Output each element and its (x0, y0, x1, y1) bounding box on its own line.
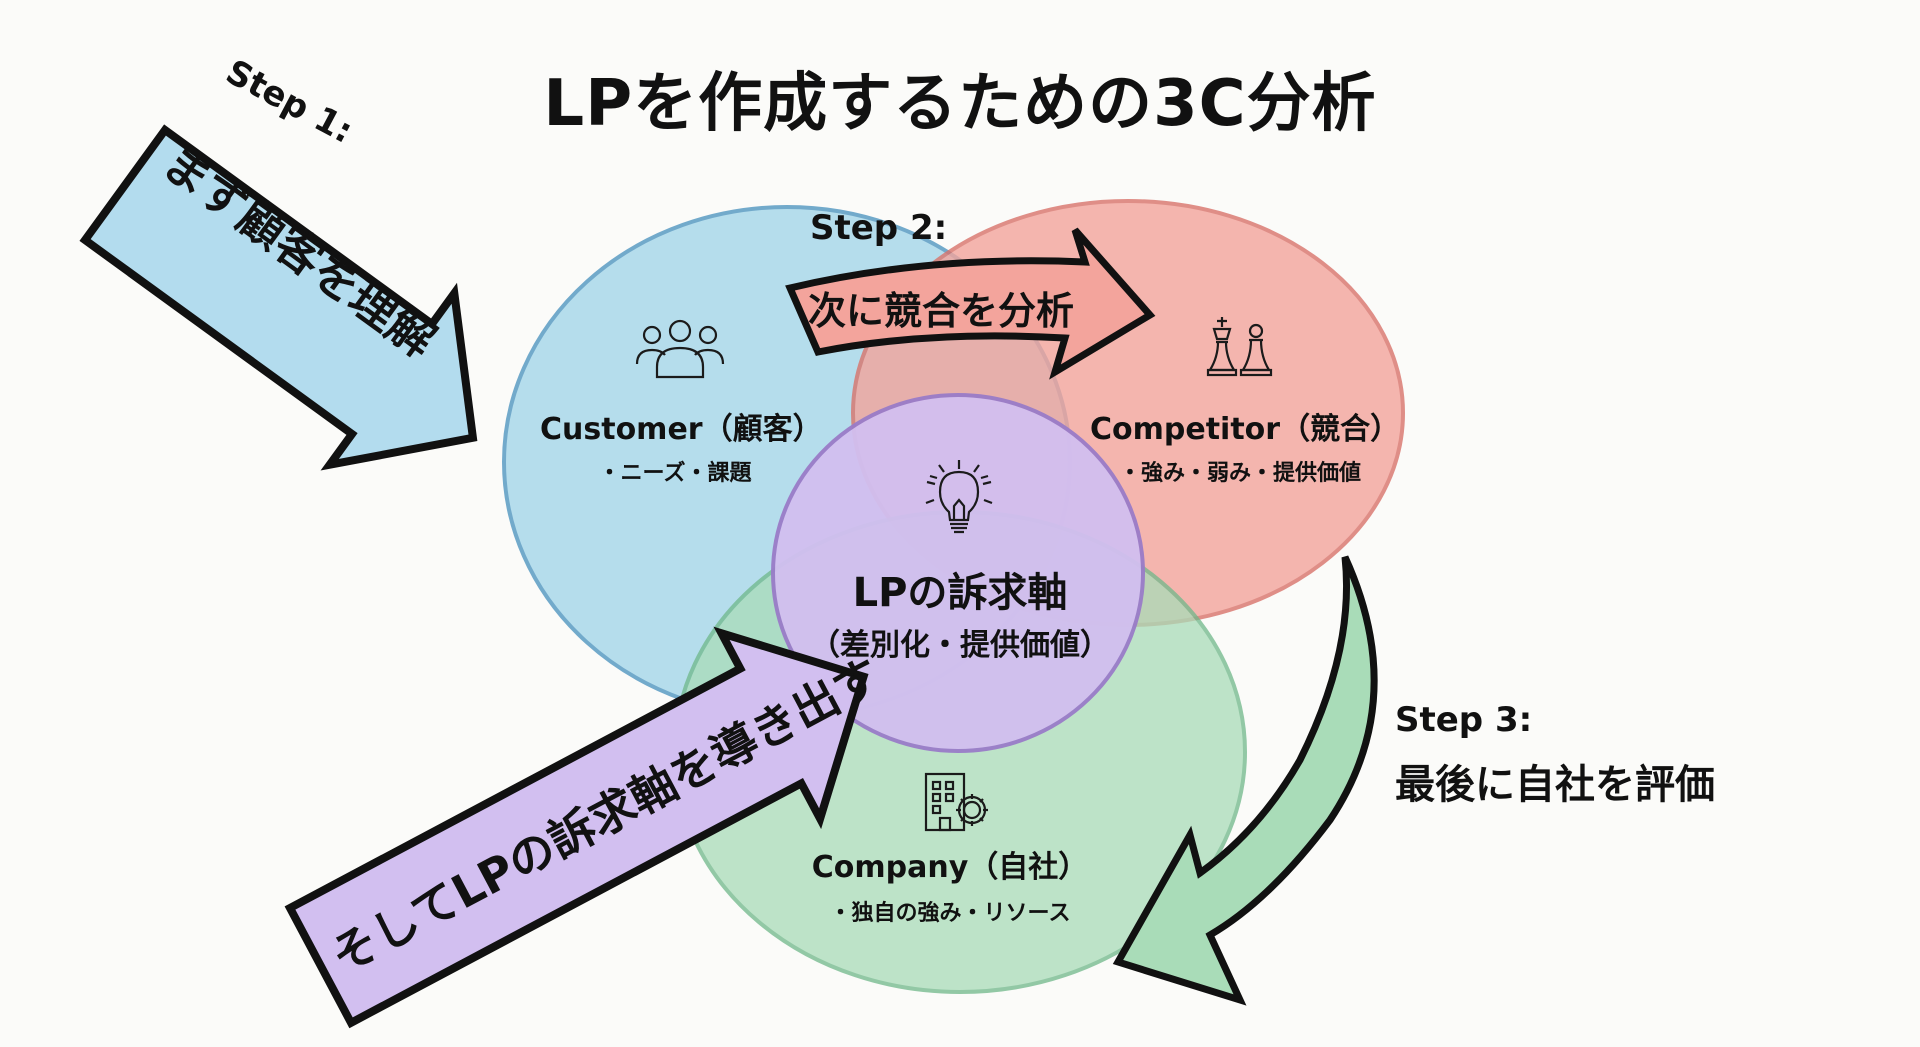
step2-text: 次に競合を分析 (808, 289, 1075, 333)
step3-text: 最後に自社を評価 (1395, 762, 1715, 808)
step3-arrow (1112, 555, 1378, 1006)
page-title: LPを作成するための3C分析 (543, 67, 1377, 141)
step2-arrow (785, 227, 1156, 380)
company-points: ・独自の強み・リソース (829, 901, 1071, 926)
building-gear-icon (924, 772, 988, 832)
step4-arrow (284, 626, 869, 1029)
lightbulb-icon (925, 460, 993, 534)
company-title: Company（自社） (811, 850, 1089, 885)
people-group-icon (635, 319, 725, 379)
step1-arrow (79, 124, 478, 471)
competitor-points: ・強み・弱み・提供価値 (1118, 461, 1361, 486)
core-title: LPの訴求軸 (852, 570, 1068, 616)
step2-label: Step 2: (810, 208, 948, 248)
step3-label: Step 3: (1395, 700, 1533, 740)
competitor-title: Competitor（競合） (1090, 412, 1401, 447)
chess-pieces-icon (1206, 317, 1273, 377)
core-circle (771, 393, 1145, 753)
customer-points: ・ニーズ・課題 (598, 461, 752, 486)
core-subtitle: （差別化・提供価値） (810, 628, 1110, 663)
customer-title: Customer（顧客） (540, 412, 823, 447)
